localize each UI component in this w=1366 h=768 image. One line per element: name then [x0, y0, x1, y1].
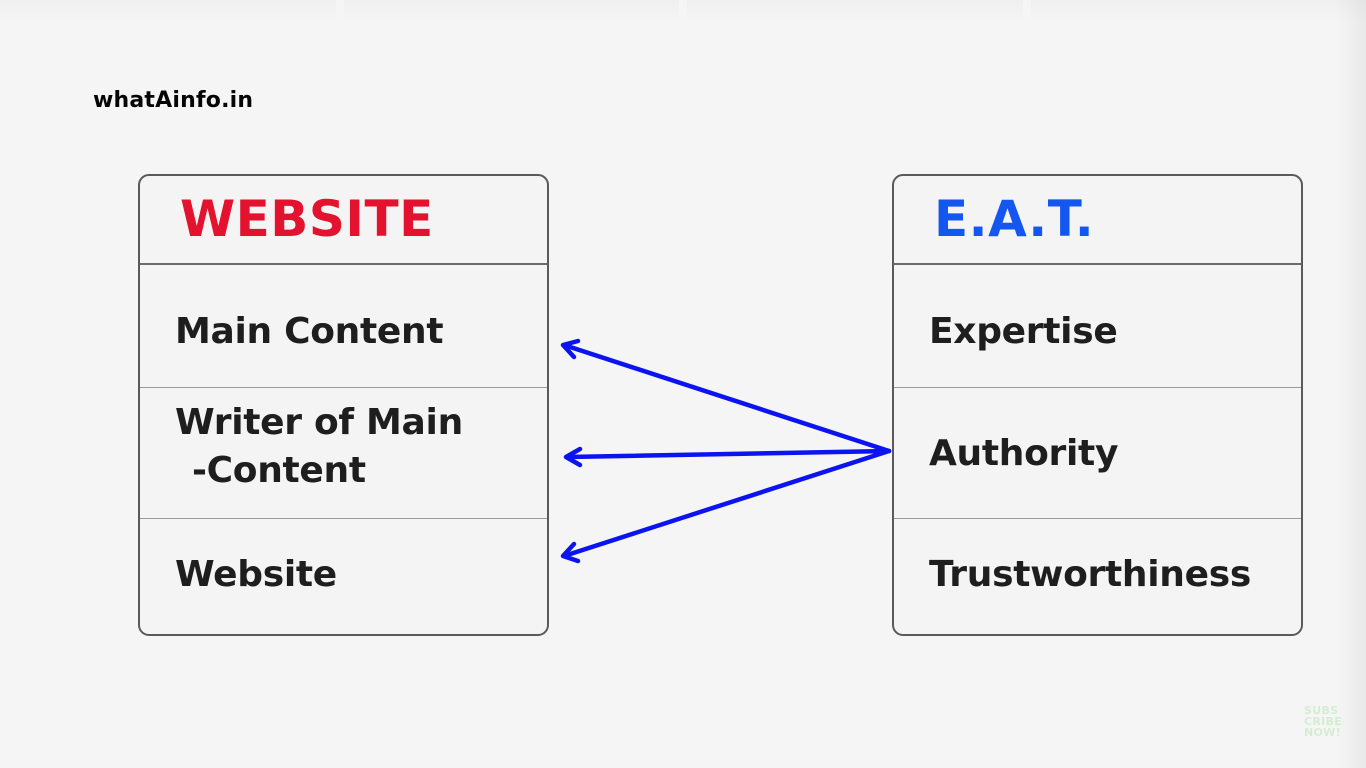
- top-strip-segment: [1030, 0, 1366, 22]
- website-row-label: Website: [175, 554, 337, 595]
- subscribe-watermark-line: NOW!: [1304, 726, 1341, 739]
- website-card-header: WEBSITE: [140, 176, 547, 265]
- website-row-writer: Writer of Main -Content: [140, 388, 547, 519]
- eat-card-header: E.A.T.: [894, 176, 1301, 265]
- eat-row-label: Expertise: [929, 311, 1118, 352]
- eat-row-authority: Authority: [894, 388, 1301, 519]
- brand-label: whatAinfo.in: [93, 88, 254, 113]
- website-card: WEBSITE Main Content Writer of Main -Con…: [138, 174, 549, 636]
- eat-row-label: Authority: [929, 433, 1119, 474]
- eat-card: E.A.T. Expertise Authority Trustworthine…: [892, 174, 1303, 636]
- connector-arrow-writer: [564, 448, 892, 460]
- connector-arrow-main-content: [561, 342, 892, 454]
- top-strip-segment: [0, 0, 336, 22]
- website-row-label: Main Content: [175, 311, 444, 352]
- website-row-label-line2: -Content: [192, 450, 366, 491]
- website-row-website: Website: [140, 519, 547, 634]
- subscribe-watermark: SUBS CRIBE NOW!: [1304, 705, 1342, 738]
- eat-row-trustworthiness: Trustworthiness: [894, 519, 1301, 634]
- eat-row-expertise: Expertise: [894, 265, 1301, 388]
- subscribe-watermark-line: CRIBE: [1304, 715, 1343, 728]
- frame-edge: [1336, 0, 1366, 768]
- website-row-main-content: Main Content: [140, 265, 547, 388]
- subscribe-watermark-line: SUBS: [1304, 704, 1339, 717]
- website-card-title: WEBSITE: [180, 190, 434, 248]
- connector-arrow-website: [561, 448, 892, 559]
- eat-card-title: E.A.T.: [934, 190, 1095, 248]
- connector-arrowhead-main-content: [560, 338, 581, 360]
- connector-arrowhead-website: [560, 541, 581, 564]
- top-strip-segment: [343, 0, 679, 22]
- website-row-label: Writer of Main -Content: [175, 399, 463, 495]
- eat-row-label: Trustworthiness: [929, 554, 1251, 595]
- connector-arrowhead-writer: [563, 446, 583, 468]
- top-strip: [0, 0, 1366, 22]
- top-strip-segment: [687, 0, 1023, 22]
- website-row-label-line1: Writer of Main: [175, 402, 463, 443]
